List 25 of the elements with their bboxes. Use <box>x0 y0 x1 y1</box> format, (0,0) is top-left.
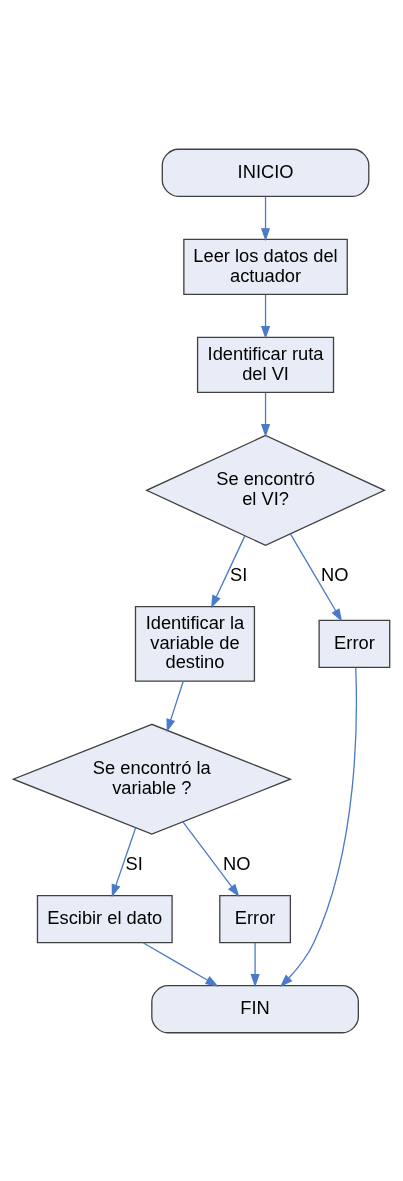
node-box: Identificar ruta del VI <box>196 336 335 393</box>
node-box: INICIO <box>161 148 370 197</box>
arrow <box>211 535 246 608</box>
node-box: Escibir el dato <box>36 894 173 943</box>
node-box: FIN <box>151 984 359 1033</box>
node-diamond: Se encontró el VI? <box>145 434 387 546</box>
node-box: Error <box>318 619 391 668</box>
arrow <box>182 820 240 897</box>
edge-label: NO <box>223 852 251 874</box>
arrow <box>142 941 219 987</box>
arrow <box>250 941 260 987</box>
node-box: Identificar la variable de destino <box>134 605 256 682</box>
node-box: Leer los datos del actuador <box>183 238 348 295</box>
arrow <box>289 532 343 622</box>
edge-label: SI <box>230 563 248 585</box>
node-diamond: Se encontró la variable ? <box>11 723 293 835</box>
arrow <box>111 826 137 897</box>
arrow <box>260 293 271 339</box>
node-box: Error <box>219 894 292 943</box>
arrow <box>260 391 271 437</box>
arrow <box>260 195 271 241</box>
arrow <box>279 666 358 987</box>
arrow <box>166 680 184 732</box>
edge-label: SI <box>125 852 143 874</box>
edge-label: NO <box>321 563 349 585</box>
